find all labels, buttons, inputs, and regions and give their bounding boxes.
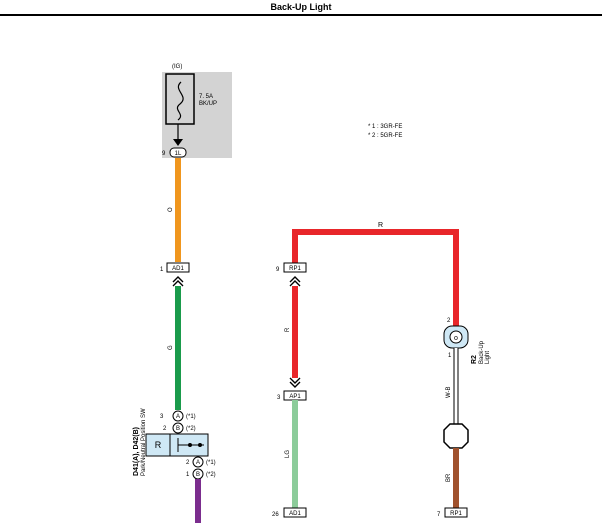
connector-pin-5: 7 <box>437 512 441 518</box>
chevron-up-icon <box>289 276 301 283</box>
switch-contact-label: R <box>155 440 162 450</box>
connector-label-2: RP1 <box>289 266 301 272</box>
lamp-ref: R2 <box>471 355 478 364</box>
lamp-name-2: Light <box>485 351 491 364</box>
note-2: * 2 : 5GR-FE <box>368 133 402 139</box>
connector-label-1: AD1 <box>172 266 184 272</box>
fuse-pin: 9 <box>162 151 166 157</box>
switch-top-pin-2: 2 <box>163 426 167 432</box>
connector-pin-1: 1 <box>160 267 164 273</box>
switch-bottom-note-a: (*1) <box>206 460 216 466</box>
chevron-down-icon <box>289 377 301 384</box>
wire-label-wb: W-B <box>446 386 452 398</box>
connector-ad1 <box>166 262 190 273</box>
bulb-icon <box>449 330 463 344</box>
wire-label-g: G <box>168 345 174 350</box>
junction-icon <box>443 423 469 449</box>
connector-rp1 <box>283 262 307 273</box>
connector-pin-2: 9 <box>276 267 280 273</box>
fuse-name: BK/UP <box>199 101 217 107</box>
connector-pin-3: 3 <box>277 395 281 401</box>
switch-bottom-pin-a <box>192 456 204 468</box>
fuse-connector <box>169 147 187 158</box>
switch-bottom-note-b: (*2) <box>206 472 216 478</box>
connector-label-5: RP1 <box>450 511 462 517</box>
svg-text:o: o <box>454 335 458 342</box>
wire-label-r-left: R <box>285 327 291 332</box>
wire-label-br: BR <box>446 473 452 482</box>
fuse-connector-label: 1L <box>175 151 182 157</box>
switch-name: Park/Neutral Position SW <box>141 408 147 476</box>
page-title: Back-Up Light <box>270 2 332 12</box>
connector-ad1-bottom <box>283 507 307 518</box>
fuse-supply-label: (IG) <box>172 64 182 70</box>
lamp-pin-bottom: 1 <box>448 353 452 359</box>
switch-top-pin-a <box>172 410 184 422</box>
switch-bottom-pin-1: 2 <box>186 460 190 466</box>
switch-top-letter-a: A <box>176 414 180 420</box>
wire-red-top <box>292 229 459 326</box>
switch-bottom-letter-b: B <box>196 472 200 478</box>
connector-rp1-bottom <box>444 507 468 518</box>
wire-label-lg: LG <box>285 450 291 458</box>
wire-label-r-top: R <box>378 222 383 229</box>
wire-label-o: O <box>168 207 174 212</box>
switch-top-pin-b <box>172 422 184 434</box>
switch-top-letter-b: B <box>176 426 180 432</box>
chevron-up-icon <box>172 276 184 283</box>
switch-top-pin-1: 3 <box>160 414 164 420</box>
lamp-name: Back-Up <box>479 340 485 364</box>
switch-top-note-b: (*2) <box>186 426 196 432</box>
connector-label-3: AP1 <box>289 394 301 400</box>
connector-label-4: AD1 <box>289 511 301 517</box>
lamp-pin-top: 2 <box>447 318 451 324</box>
title-rule <box>0 14 602 16</box>
note-1: * 1 : 3GR-FE <box>368 124 402 130</box>
switch-ref: D41(A), D42(B) <box>133 427 140 476</box>
fuse-outline <box>165 73 195 125</box>
switch-bottom-letter-a: A <box>196 460 200 466</box>
arrow-down-icon <box>173 139 183 146</box>
fuse-icon <box>176 81 184 121</box>
switch-top-note-a: (*1) <box>186 414 196 420</box>
connector-pin-4: 26 <box>272 512 279 518</box>
fuse-block <box>162 72 232 158</box>
fuse-rating: 7. 5A <box>199 94 213 100</box>
switch-bottom-pin-2: 1 <box>186 472 190 478</box>
